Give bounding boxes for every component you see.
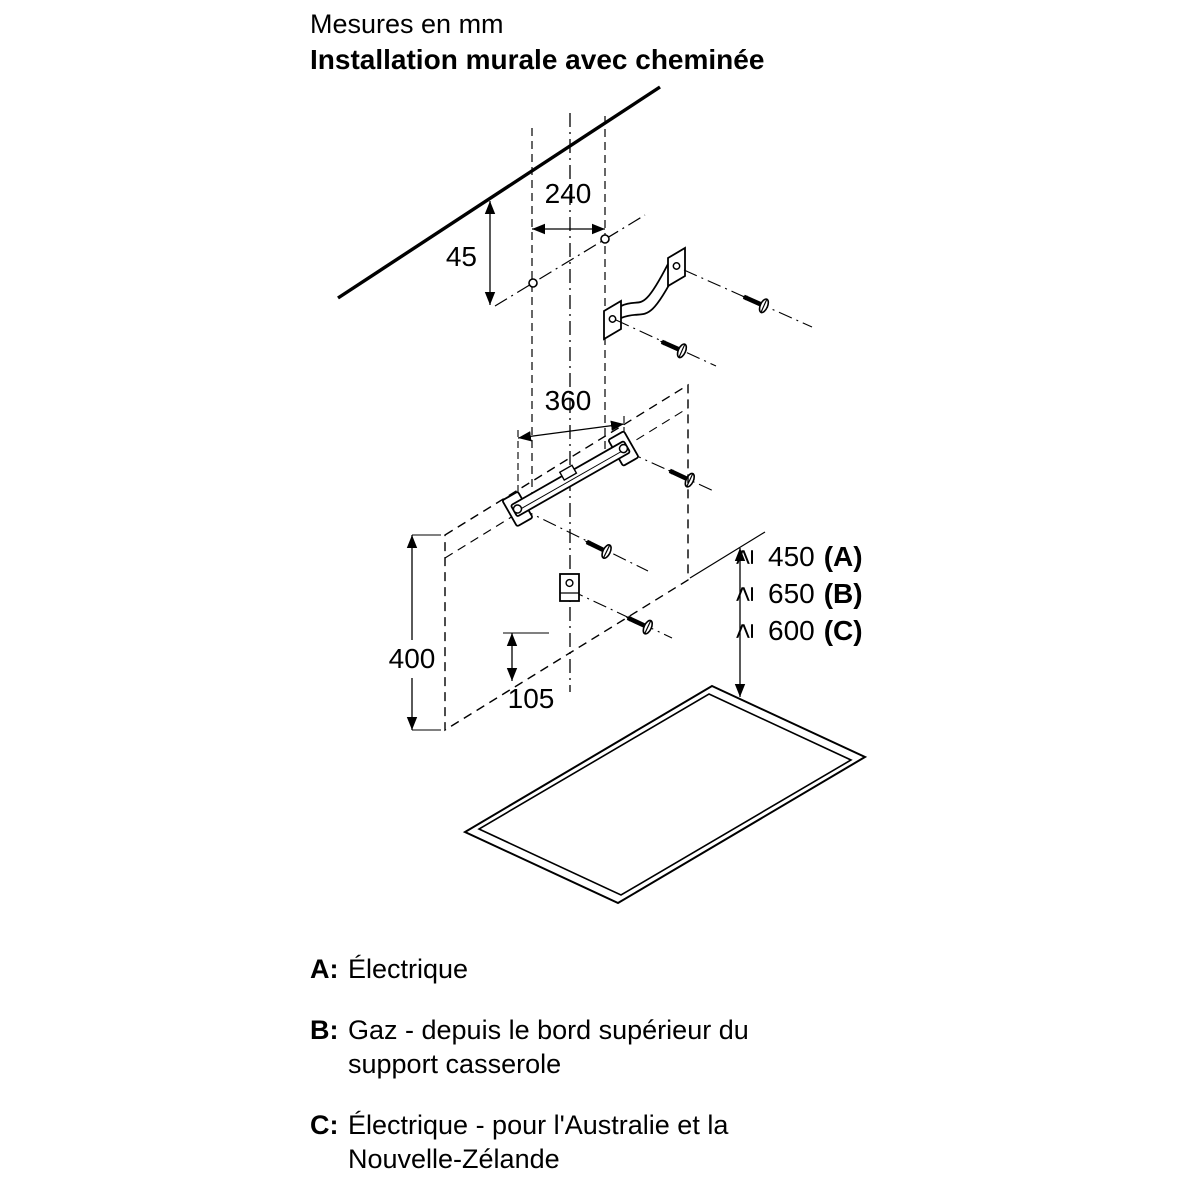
clearance-c-label: 600(C): [768, 615, 863, 646]
page-title: Installation murale avec cheminée: [310, 43, 765, 75]
dimension-360-arrow: [517, 420, 625, 442]
bar-hole-right: [618, 443, 629, 454]
bracket-hole: [608, 315, 617, 323]
legend-text-c: Électrique - pour l'Australie et la Nouv…: [348, 1109, 729, 1175]
dimension-45: 45: [446, 201, 496, 305]
bracket-strap-line: [620, 263, 669, 307]
geq-icon: ≥: [728, 549, 759, 564]
wall-line: [337, 85, 661, 300]
bar-edge-line: [517, 449, 625, 511]
title-block: Mesures en mm Installation murale avec c…: [310, 8, 764, 77]
screw-leader-line: [683, 269, 813, 328]
clearance-b-label: 650(B): [768, 578, 863, 609]
hood-panel-outline: [444, 383, 689, 732]
legend-key-a: A:: [310, 954, 339, 984]
lower-bracket-hole: [565, 578, 574, 588]
dimension-400-label: 400: [389, 643, 436, 674]
cooktop-inner-edge: [477, 693, 853, 896]
legend: A: Électrique B: Gaz - depuis le bord su…: [310, 952, 790, 1200]
lower-bracket-plate: [559, 573, 580, 602]
legend-item-b: B: Gaz - depuis le bord supérieur du sup…: [310, 1013, 790, 1082]
clearance-a-label: 450(A): [768, 541, 863, 572]
screw-icon: [665, 463, 696, 488]
units-note: Mesures en mm: [310, 9, 504, 39]
screw-icon: [582, 535, 613, 560]
geq-icon: ≥: [728, 586, 759, 601]
dimension-105: 105: [503, 632, 555, 714]
screw-leader-line: [519, 507, 649, 572]
bracket-strap-line: [620, 271, 677, 319]
screw-icon: [657, 334, 688, 358]
screw-icon: [739, 289, 770, 313]
wall-hole-left: [528, 278, 538, 288]
dimension-360-label: 360: [545, 385, 592, 416]
cooktop-outer-edge: [462, 684, 868, 905]
legend-key-c: C:: [310, 1109, 339, 1140]
legend-text-a: Électrique: [348, 954, 469, 984]
mounting-bar: [502, 430, 639, 527]
dimension-240: 240: [532, 178, 605, 235]
dimension-105-label: 105: [508, 683, 555, 714]
cooktop-outline: [462, 684, 868, 905]
chimney-bracket: [603, 246, 686, 341]
legend-item-c: C: Électrique - pour l'Australie et la N…: [310, 1108, 790, 1177]
wall-hole-right: [600, 234, 610, 244]
dimension-400: 400: [389, 534, 441, 731]
screw-icon: [623, 610, 654, 635]
bracket-hole: [672, 262, 681, 270]
dimension-360: 360: [517, 385, 625, 502]
extension-line: [689, 531, 766, 579]
legend-text-b: Gaz - depuis le bord supérieur du suppor…: [348, 1014, 749, 1080]
geq-icon: ≥: [728, 623, 759, 638]
bar-center-tab: [558, 464, 578, 481]
hood-panel-dashed: [444, 383, 689, 732]
bar-hole-left: [512, 504, 523, 514]
clearance-dimension: ≥ 450(A) ≥ 650(B) ≥ 600(C): [689, 531, 863, 697]
legend-item-a: A: Électrique: [310, 952, 790, 987]
screw-leader-line: [627, 451, 717, 493]
hole-axis-line: [494, 214, 646, 307]
dimension-240-label: 240: [545, 178, 592, 209]
dimension-45-label: 45: [446, 241, 477, 272]
screw-leader-line: [569, 589, 673, 639]
legend-key-b: B:: [310, 1014, 339, 1045]
lower-bracket: [559, 573, 580, 602]
